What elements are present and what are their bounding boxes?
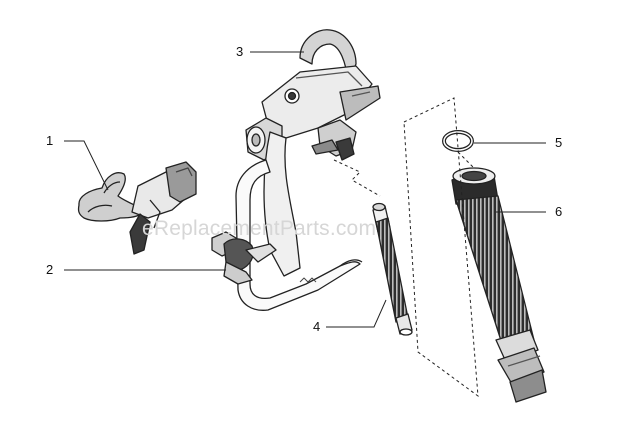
tip-guard-part <box>77 161 197 255</box>
leader-lines <box>64 51 546 328</box>
tip-adapter-part <box>211 231 277 285</box>
callout-5: 5 <box>555 135 563 150</box>
assembly-guide-lines <box>333 97 479 398</box>
watermark-text: eReplacementParts.com <box>142 217 377 240</box>
gun-body-part <box>235 29 381 311</box>
o-ring-part <box>442 130 474 152</box>
callout-4: 4 <box>313 319 321 334</box>
callout-1: 1 <box>46 133 54 148</box>
filter-part <box>372 202 413 336</box>
callout-3: 3 <box>236 44 244 59</box>
callout-2: 2 <box>46 262 54 277</box>
handle-part <box>451 167 547 403</box>
callout-6: 6 <box>555 204 563 219</box>
